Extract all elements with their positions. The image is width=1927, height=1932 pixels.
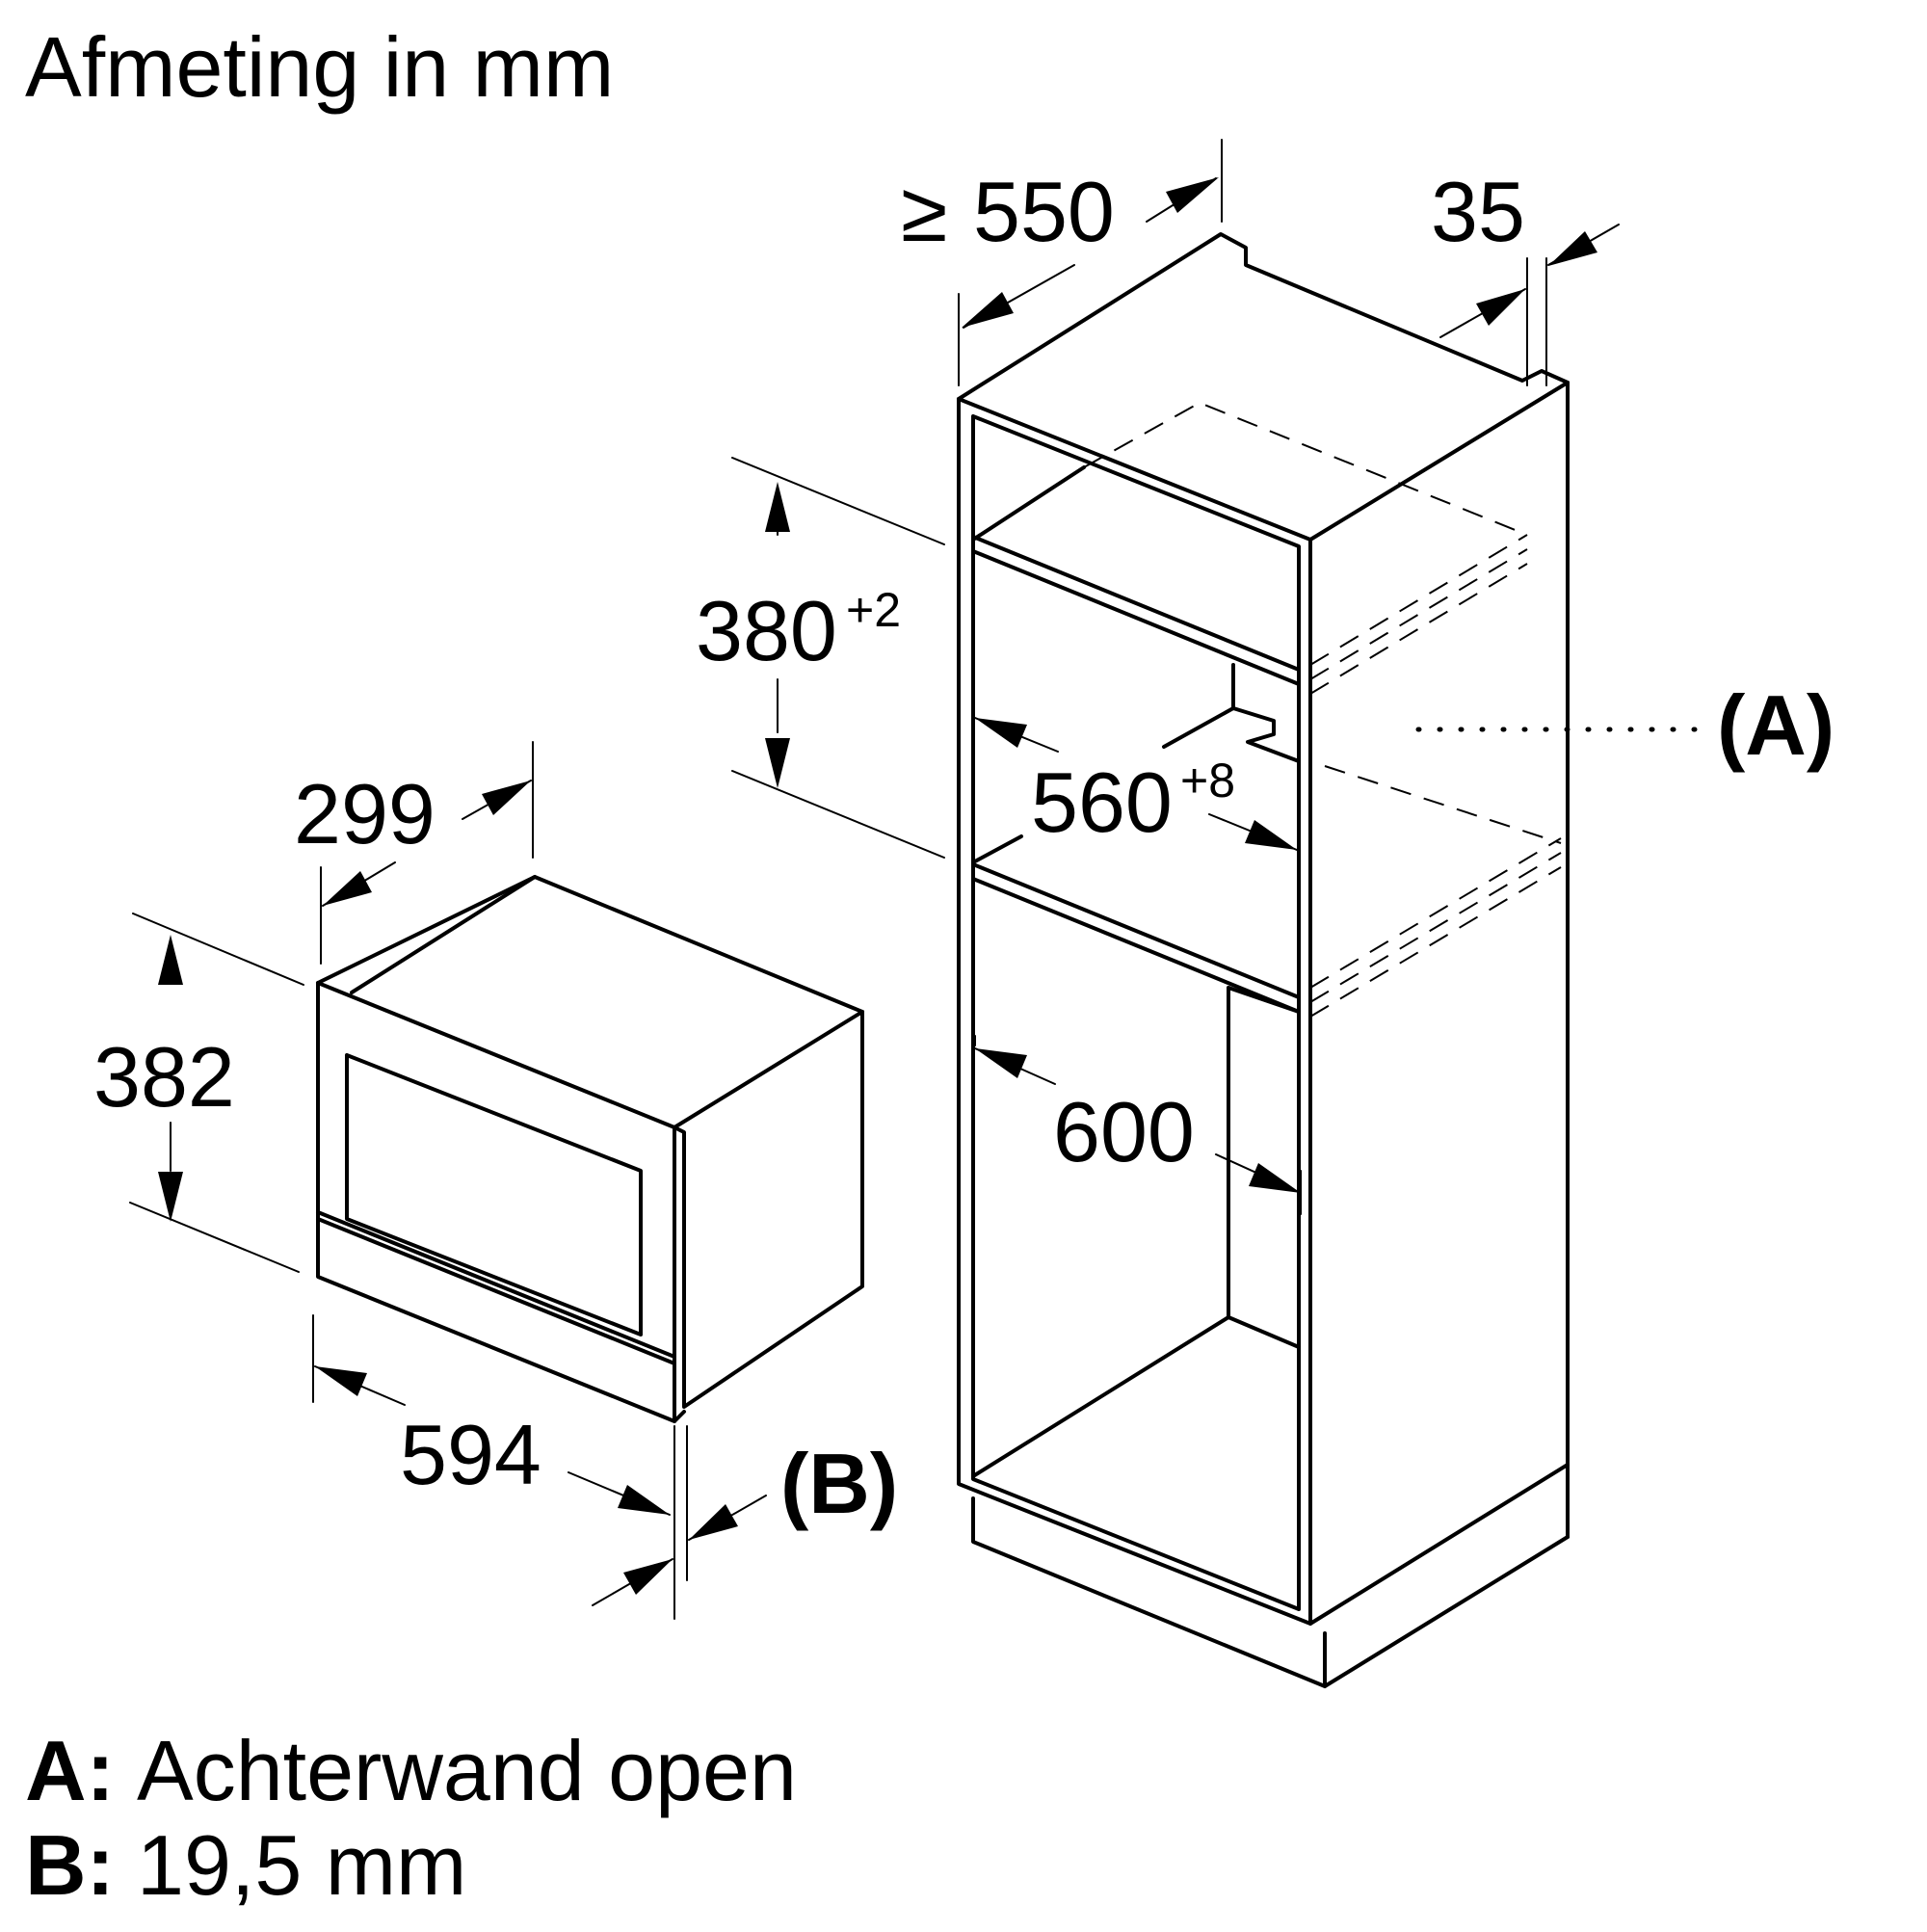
legend-a-text: Achterwand open — [137, 1723, 797, 1818]
appliance-width-label: 594 — [400, 1407, 541, 1502]
arrow-594-left — [315, 1366, 367, 1396]
arrow-35-right — [1548, 231, 1597, 266]
niche-height-tolerance: +2 — [846, 583, 901, 637]
microwave-appliance — [316, 875, 864, 1423]
legend: A: Achterwand open B: 19,5 mm — [25, 1723, 797, 1913]
arrow-b-left — [623, 1559, 673, 1595]
depth-min-label: 550 — [973, 164, 1115, 259]
callout-a: (A) — [1717, 677, 1835, 773]
page-title: Afmeting in mm — [25, 19, 614, 115]
arrow-560-right — [1245, 820, 1297, 850]
cabinet-width-label: 600 — [1053, 1084, 1195, 1179]
niche-width-label: 560 — [1031, 754, 1173, 850]
appliance-depth-label: 299 — [294, 766, 436, 861]
niche-width-tolerance: +8 — [1180, 754, 1235, 807]
arrow-380-up — [765, 482, 790, 532]
arrow-380-down — [765, 738, 790, 788]
legend-b-key: B: — [25, 1817, 115, 1913]
arrow-299-left — [323, 871, 372, 906]
arrow-550-left — [962, 292, 1014, 328]
tall-cabinet — [957, 232, 1570, 1688]
arrow-382-down — [158, 1172, 183, 1222]
arrow-299-right — [482, 781, 531, 815]
legend-a-key: A: — [25, 1723, 115, 1818]
depth-min-prefix: ≥ — [901, 164, 947, 259]
arrow-35-left — [1476, 289, 1525, 326]
dimension-lines — [129, 139, 1703, 1620]
callout-b: (B) — [780, 1436, 898, 1531]
arrow-550-right — [1166, 177, 1219, 213]
arrow-560-left — [975, 718, 1027, 748]
back-gap-label: 35 — [1431, 164, 1525, 259]
legend-b-text: 19,5 mm — [137, 1817, 466, 1913]
arrow-600-left — [975, 1048, 1027, 1078]
appliance-height-label: 382 — [93, 1029, 235, 1125]
arrow-b-right — [689, 1504, 738, 1540]
arrow-382-up — [158, 935, 183, 985]
niche-height-label: 380 — [696, 583, 837, 678]
arrow-600-right — [1249, 1163, 1301, 1193]
arrow-594-right — [618, 1485, 670, 1515]
